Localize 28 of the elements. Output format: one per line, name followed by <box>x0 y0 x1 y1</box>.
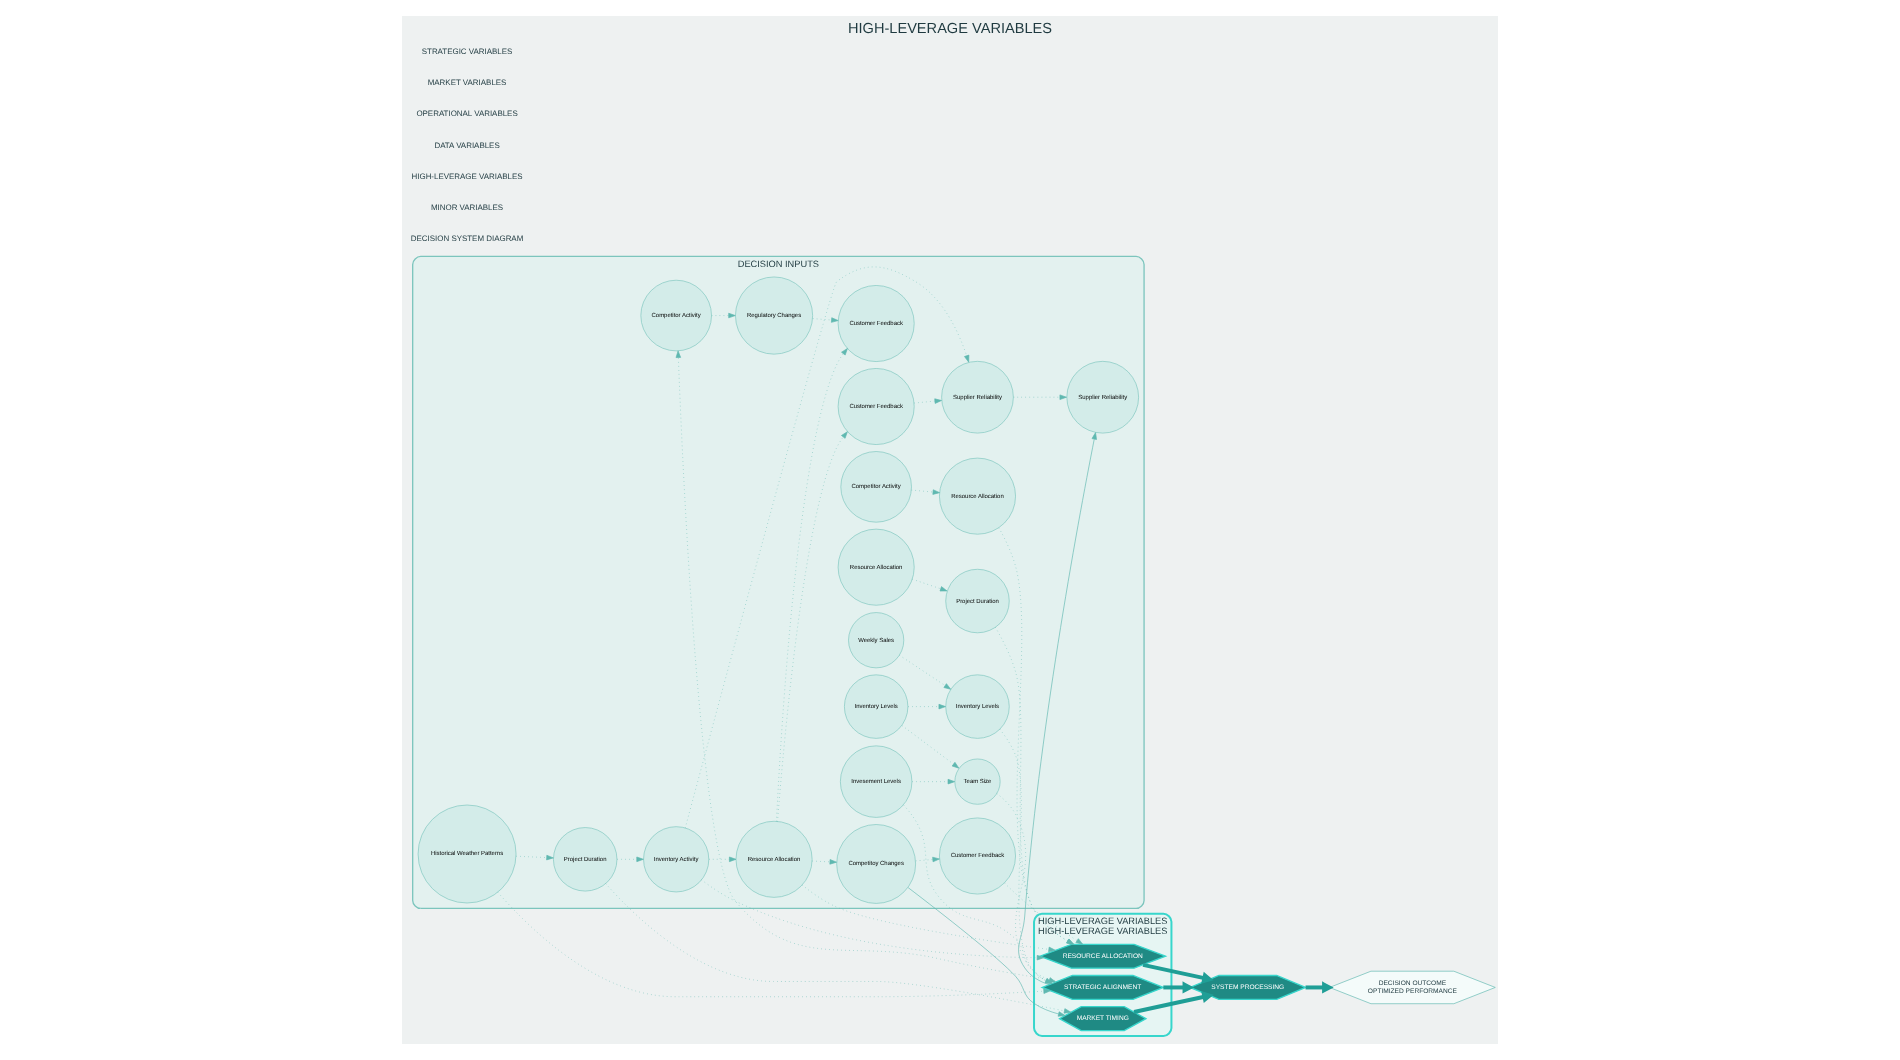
arrow <box>912 578 948 592</box>
arrow <box>899 654 952 690</box>
arrow <box>701 879 1045 961</box>
arrow <box>1133 991 1214 1014</box>
arrow <box>913 398 942 404</box>
arrow <box>515 854 554 861</box>
arrow <box>911 489 940 495</box>
arrow <box>1163 981 1195 994</box>
arrow <box>907 703 946 710</box>
arrow <box>907 887 1066 1017</box>
arrow <box>1305 981 1334 994</box>
arrow <box>915 856 940 863</box>
arrow <box>812 317 839 323</box>
arrow <box>1142 962 1214 984</box>
arrow <box>605 883 1072 1014</box>
arrow <box>711 312 736 319</box>
arrow <box>998 527 1074 945</box>
arrow <box>801 884 1056 953</box>
arrow <box>708 856 737 862</box>
arrow <box>811 859 837 865</box>
arrow <box>911 778 955 785</box>
arrow <box>901 725 960 769</box>
arrow <box>1003 882 1083 945</box>
arrow <box>995 627 1075 945</box>
arrow <box>776 348 848 822</box>
arrow <box>777 431 848 822</box>
arrow <box>684 266 970 829</box>
arrow <box>616 856 644 862</box>
